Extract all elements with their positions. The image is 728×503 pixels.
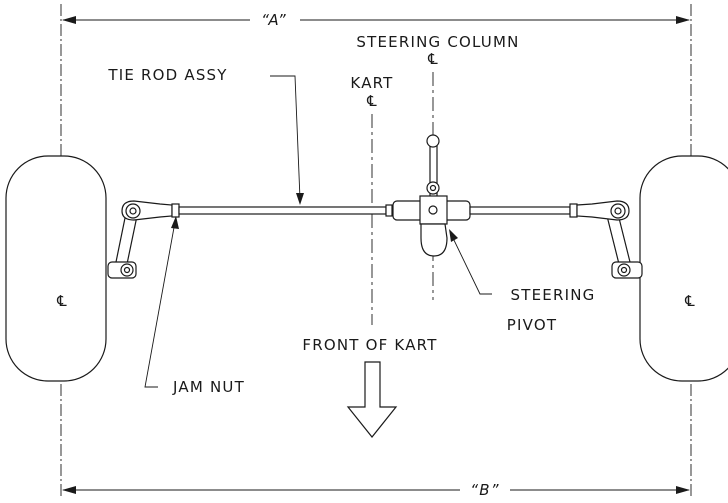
dimension-b: “B” xyxy=(62,481,690,499)
jam-nut-callout: JAM NUT xyxy=(144,216,245,396)
right-tie-rod xyxy=(469,203,578,218)
dimension-a: “A” xyxy=(62,11,690,29)
dim-b-label: “B” xyxy=(470,481,499,499)
right-tie-rod-end xyxy=(576,200,630,221)
front-arrow-icon xyxy=(346,361,398,438)
left-wheel-centerline-symbol: ℄ xyxy=(56,292,67,310)
steering-pivot xyxy=(392,134,471,257)
steering-column-label: STEERING COLUMN xyxy=(356,33,519,51)
left-tie-rod-end xyxy=(121,200,173,221)
pivot-label: PIVOT xyxy=(507,316,557,334)
kart-centerline-symbol: ℄ xyxy=(366,92,377,110)
left-wheel: ℄ xyxy=(5,155,107,382)
left-tie-rod xyxy=(178,204,393,217)
jam-nut-label: JAM NUT xyxy=(172,378,245,396)
right-wheel: ℄ xyxy=(639,155,728,382)
tie-rod-assy-label: TIE ROD ASSY xyxy=(107,66,227,84)
steering-column-centerline-symbol: ℄ xyxy=(427,50,438,68)
right-steering-arm xyxy=(606,215,643,279)
kart-label: KART xyxy=(350,74,393,92)
left-steering-arm xyxy=(107,215,138,279)
steering-pivot-callout: STEERING PIVOT xyxy=(449,229,596,334)
kart-centerline: KART ℄ xyxy=(350,74,393,325)
right-wheel-centerline-symbol: ℄ xyxy=(684,292,695,310)
dim-a-label: “A” xyxy=(261,11,287,29)
jam-nut xyxy=(171,203,180,218)
front-of-kart-label: FRONT OF KART xyxy=(302,336,437,354)
steering-label: STEERING xyxy=(511,286,596,304)
tie-rod-assy-callout: TIE ROD ASSY xyxy=(107,66,304,205)
front-of-kart-indicator: FRONT OF KART xyxy=(302,336,437,438)
